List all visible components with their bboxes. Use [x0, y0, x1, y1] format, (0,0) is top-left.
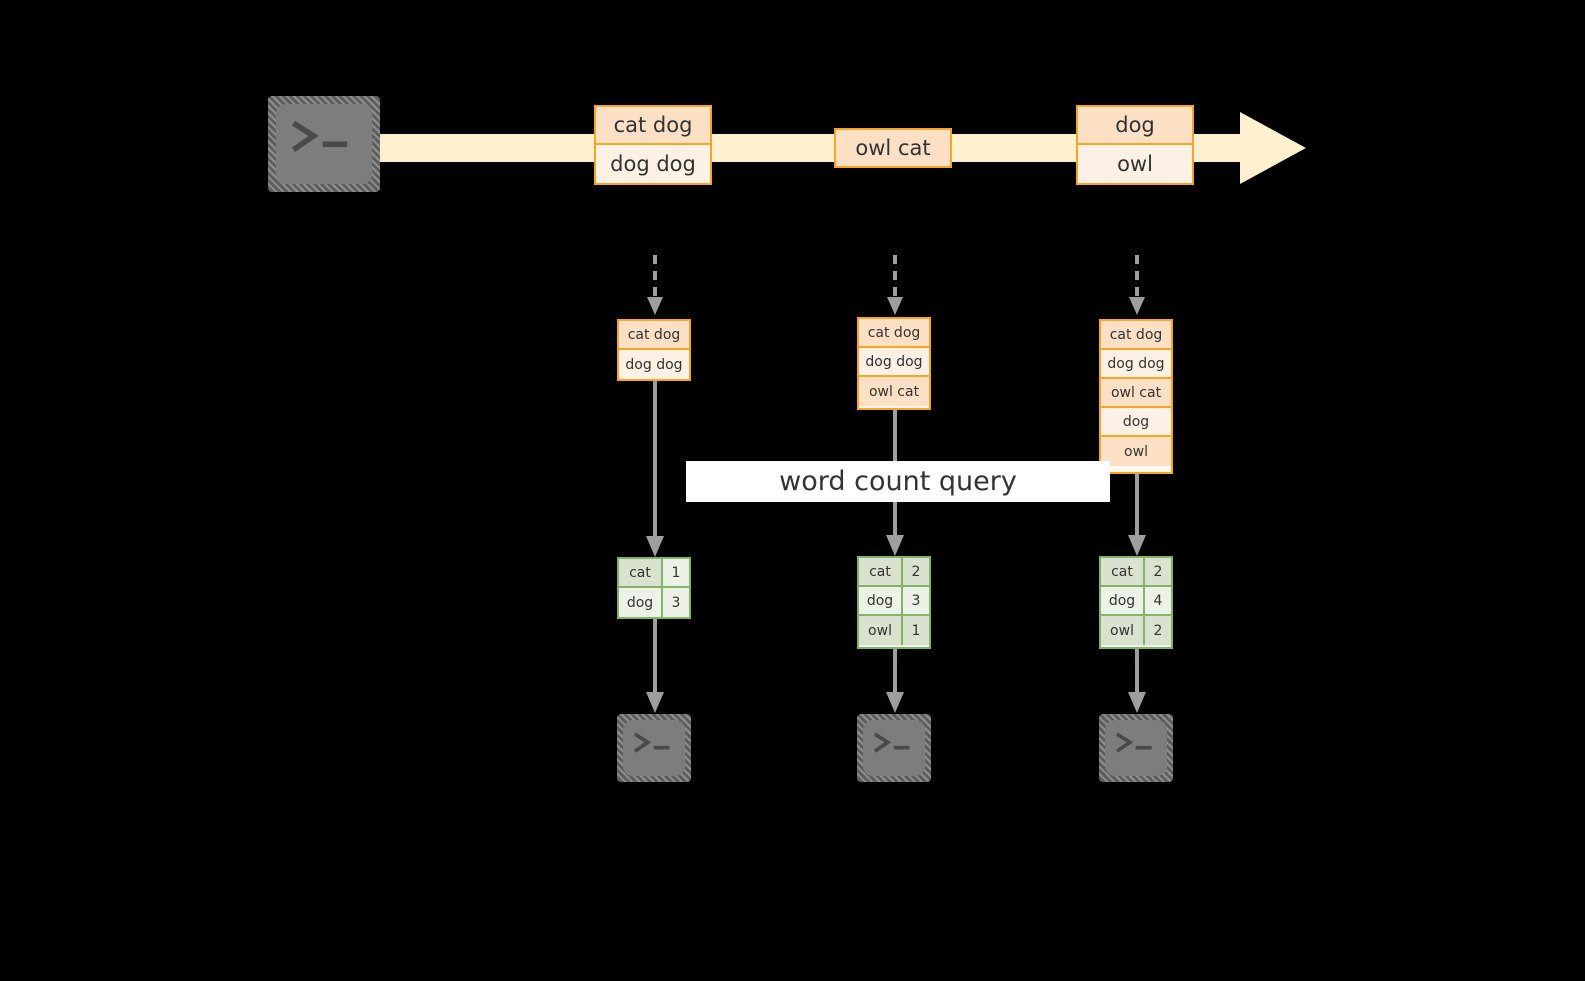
stream-record-line: cat dog: [596, 107, 710, 145]
accumulated-record-line: dog: [1101, 408, 1171, 437]
prompt-glyph-icon: [872, 729, 915, 757]
result-table-1: cat 1 dog 3: [617, 557, 691, 619]
result-word: cat: [1101, 558, 1145, 585]
result-word: dog: [859, 587, 903, 614]
stream-record-line: owl cat: [836, 130, 950, 166]
table-row: owl 2: [1101, 616, 1171, 645]
query-label-band: word count query: [686, 461, 1110, 502]
query-arrow-3: [1127, 474, 1147, 558]
stream-tap-arrow-1: [645, 255, 665, 319]
result-table-3: cat 2 dog 4 owl 2: [1099, 556, 1173, 649]
source-terminal-icon: [268, 96, 380, 192]
result-count: 2: [903, 558, 929, 585]
terminal-screen: [1105, 720, 1167, 776]
result-count: 4: [1145, 587, 1171, 614]
stream-tap-arrow-3: [1127, 255, 1147, 319]
accumulated-record-line: dog dog: [1101, 350, 1171, 379]
table-row: owl 1: [859, 616, 929, 645]
result-word: cat: [619, 559, 663, 586]
result-word: dog: [1101, 587, 1145, 614]
accumulated-record-line: owl cat: [1101, 379, 1171, 408]
stream-record-group-2: owl cat: [834, 128, 952, 168]
terminal-screen: [623, 720, 685, 776]
accumulated-records-2: cat dog dog dog owl cat: [857, 317, 931, 410]
table-row: cat 2: [859, 558, 929, 587]
result-word: owl: [1101, 616, 1145, 645]
table-row: cat 2: [1101, 558, 1171, 587]
accumulated-record-line: dog dog: [859, 348, 929, 377]
stream-tap-arrow-2: [885, 255, 905, 319]
output-arrow-2: [885, 649, 905, 715]
accumulated-record-line: dog dog: [619, 350, 689, 379]
result-word: cat: [859, 558, 903, 585]
terminal-screen: [863, 720, 925, 776]
result-count: 2: [1145, 558, 1171, 585]
terminal-screen: [276, 104, 372, 184]
sink-terminal-icon-2: [857, 714, 931, 782]
stream-record-line: owl: [1078, 145, 1192, 183]
stream-record-line: dog dog: [596, 145, 710, 183]
result-count: 1: [663, 559, 689, 586]
accumulated-record-line: cat dog: [859, 319, 929, 348]
query-arrow-1: [645, 381, 665, 559]
output-arrow-1: [645, 619, 665, 715]
table-row: dog 3: [859, 587, 929, 616]
accumulated-records-1: cat dog dog dog: [617, 319, 691, 381]
sink-terminal-icon-1: [617, 714, 691, 782]
table-row: cat 1: [619, 559, 689, 588]
stream-record-line: dog: [1078, 107, 1192, 145]
table-row: dog 3: [619, 588, 689, 617]
prompt-glyph-icon: [289, 117, 356, 157]
result-count: 2: [1145, 616, 1171, 645]
result-count: 3: [663, 588, 689, 617]
result-count: 3: [903, 587, 929, 614]
accumulated-records-3: cat dog dog dog owl cat dog owl: [1099, 319, 1173, 474]
accumulated-record-line: cat dog: [619, 321, 689, 350]
table-row: dog 4: [1101, 587, 1171, 616]
prompt-glyph-icon: [1114, 729, 1157, 757]
accumulated-record-line: owl: [1101, 437, 1171, 466]
sink-terminal-icon-3: [1099, 714, 1173, 782]
result-word: dog: [619, 588, 663, 617]
prompt-glyph-icon: [632, 729, 675, 757]
accumulated-record-line: cat dog: [1101, 321, 1171, 350]
output-arrow-3: [1127, 649, 1147, 715]
stream-record-group-3: dog owl: [1076, 105, 1194, 185]
result-word: owl: [859, 616, 903, 645]
result-table-2: cat 2 dog 3 owl 1: [857, 556, 931, 649]
accumulated-record-line: owl cat: [859, 377, 929, 406]
stream-record-group-1: cat dog dog dog: [594, 105, 712, 185]
result-count: 1: [903, 616, 929, 645]
